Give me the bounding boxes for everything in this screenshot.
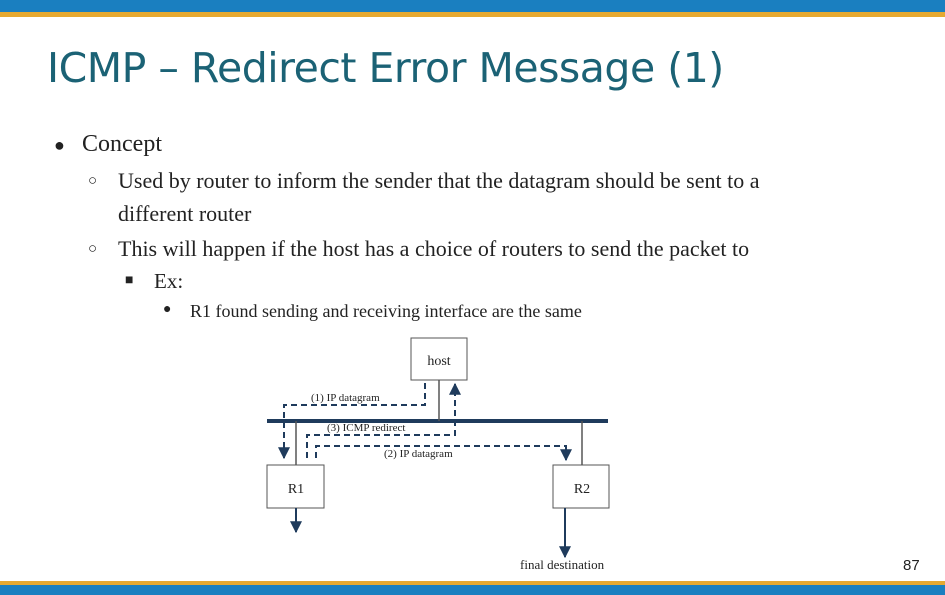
host-label: host: [427, 354, 450, 369]
top-gold-stripe: [0, 12, 945, 17]
step1-label: (1) IP datagram: [311, 392, 380, 404]
bullet-ex: Ex:: [154, 269, 184, 293]
bullet-marker-l2: ○: [88, 241, 98, 257]
step2-label: (2) IP datagram: [384, 448, 453, 460]
host-box: [410, 337, 468, 381]
bullet-used-line2: different router: [118, 201, 252, 226]
step2-path: [315, 445, 572, 462]
bullet-marker-l3: ■: [125, 273, 134, 288]
r2-label: R2: [574, 482, 590, 497]
bullet-concept: Concept: [82, 131, 162, 157]
bullet-used-line1: Used by router to inform the sender that…: [118, 168, 760, 193]
r1-label: R1: [288, 482, 304, 497]
r1-box: [266, 464, 325, 509]
step3-label: (3) ICMP redirect: [327, 422, 405, 434]
bullet-r1-found: R1 found sending and receiving interface…: [190, 301, 582, 321]
bullet-marker-l4: ●: [163, 302, 172, 317]
bullet-happen: This will happen if the host has a choic…: [118, 236, 750, 261]
page-number: 87: [903, 557, 920, 574]
step1-path: [278, 383, 426, 460]
slide-title: ICMP – Redirect Error Message (1): [47, 44, 724, 92]
r2-box: [552, 464, 610, 509]
step3-path: [306, 382, 461, 458]
final-destination-label: final destination: [520, 557, 605, 572]
bullet-marker-l2: ○: [88, 173, 98, 189]
top-blue-bar: [0, 0, 945, 12]
bullet-marker-l1: ●: [54, 135, 65, 155]
bottom-gold-stripe: [0, 581, 945, 585]
bottom-blue-bar: [0, 585, 945, 595]
